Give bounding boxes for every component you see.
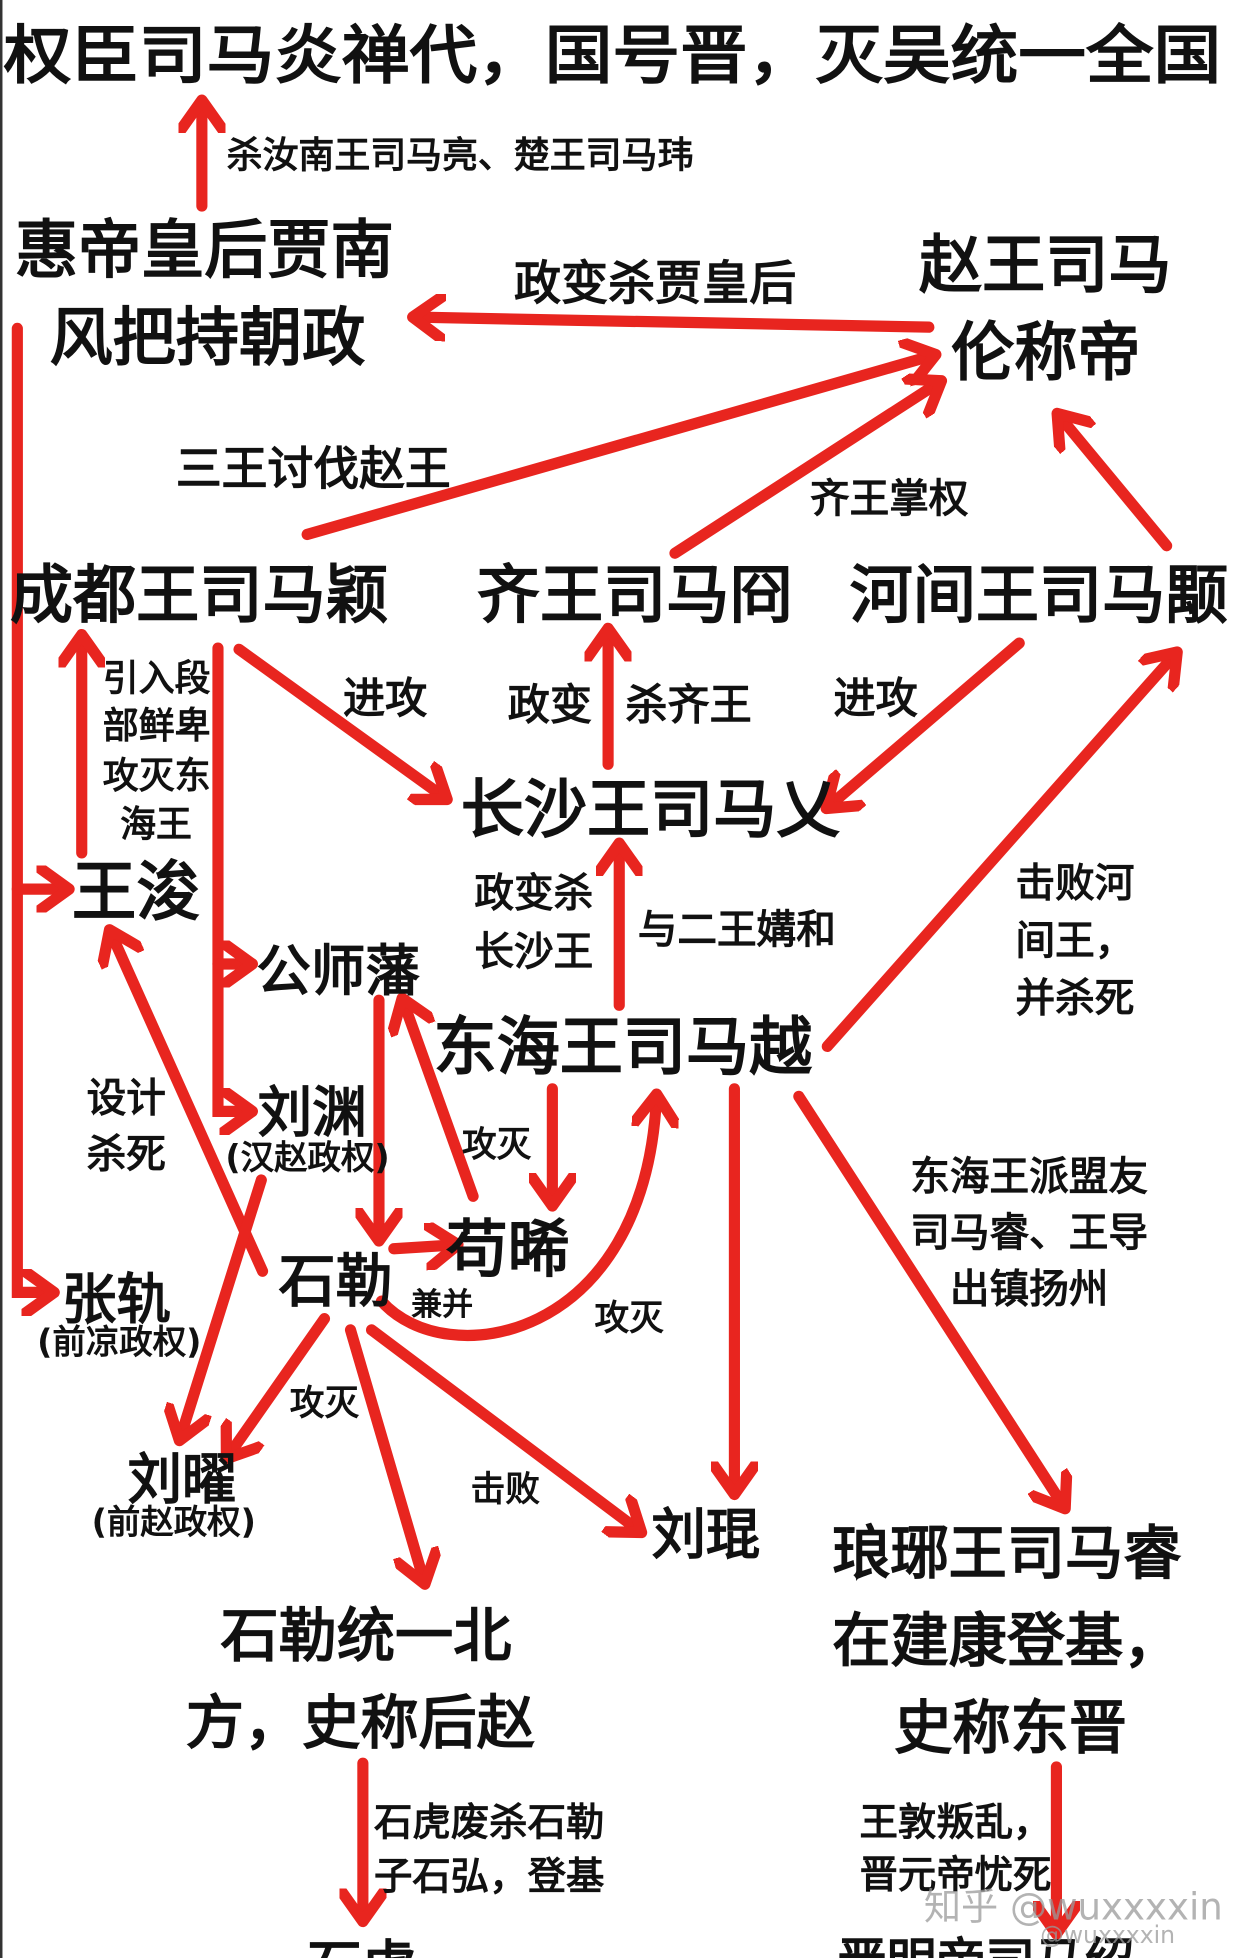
label-destroy-ly: 攻灭: [290, 1384, 360, 1424]
label-defeat-lk: 击败: [471, 1470, 541, 1510]
watermark-line2: @wuxxxxin: [1040, 1921, 1175, 1949]
node-north-line2: 方，史称后赵: [186, 1689, 536, 1757]
arrow-donghai-to-langya: [793, 1090, 1063, 1504]
label-shihu-2: 子石弘，登基: [374, 1854, 605, 1899]
arrow-shile-to-liukun: [365, 1324, 638, 1530]
nodes: 权臣司马炎禅代，国号晋，灭吴统一全国 惠帝皇后贾南 风把持朝政 赵王司马 伦称帝…: [3, 18, 1229, 1958]
label-duan-2: 部鲜卑: [103, 705, 211, 747]
node-shile: 石勒: [278, 1249, 393, 1315]
watermark: 知乎 @wuxxxxin @wuxxxxin: [924, 1884, 1223, 1949]
label-kill-qi: 杀齐王: [625, 680, 751, 729]
label-kill-cs-1: 政变杀: [474, 870, 593, 916]
label-defeat-hj-2: 间王，: [1016, 918, 1135, 964]
node-jia-line1: 惠帝皇后贾南: [15, 213, 394, 287]
arrow-hejian-to-changsha: [830, 637, 1025, 805]
label-qi-power: 齐王掌权: [810, 476, 969, 522]
arrow-shile-to-donghai: [375, 1099, 656, 1342]
label-kill-princes: 杀汝南王司马亮、楚王司马玮: [227, 134, 694, 176]
arrow-shile-to-north: [344, 1324, 423, 1580]
arrow-chengdu-to-changsha: [233, 643, 443, 796]
node-hejian: 河间王司马颙: [850, 558, 1229, 632]
arrow-donghai-to-hejian: [821, 656, 1174, 1053]
label-duan-4: 海王: [120, 804, 192, 846]
arrow-shile-to-goux: [388, 1245, 453, 1249]
label-ally-3: 出镇扬州: [950, 1266, 1108, 1312]
label-coup: 政变: [508, 680, 592, 729]
label-annex: 兼并: [411, 1287, 473, 1323]
watermark-line1: 知乎 @wuxxxxin: [924, 1884, 1223, 1928]
node-north-line1: 石勒统一北: [220, 1602, 511, 1670]
label-attack-left: 进攻: [343, 674, 428, 723]
arrows: [11, 105, 1174, 1929]
label-three-kings: 三王讨伐赵王: [176, 441, 451, 495]
node-liukun: 刘琨: [651, 1502, 760, 1566]
label-plot-1: 设计: [87, 1075, 166, 1121]
arrow-shile-to-liuyao: [229, 1313, 331, 1455]
node-jia-line2: 风把持朝政: [50, 300, 366, 374]
label-dun-1: 王敦叛乱，: [860, 1800, 1052, 1845]
label-duan-1: 引入段: [103, 657, 211, 699]
node-liuyao-sub: (前赵政权): [92, 1502, 256, 1541]
label-defeat-hj-1: 击败河: [1016, 860, 1135, 906]
label-reconcile: 与二王媾和: [638, 907, 836, 953]
node-langya-line3: 史称东晋: [894, 1694, 1127, 1762]
node-liuyuan-sub: (汉赵政权): [225, 1138, 389, 1177]
node-langya-line1: 琅琊王司马睿: [832, 1519, 1182, 1587]
arrow-chengdu-to-zhao: [301, 356, 931, 541]
node-changsha: 长沙王司马乂: [461, 772, 840, 846]
label-dun-2: 晋元帝忧死: [860, 1853, 1052, 1898]
node-chengdu: 成都王司马颖: [10, 558, 389, 632]
label-shihu-1: 石虎废杀石勒: [373, 1800, 604, 1845]
arrow-goux-to-gongshifan: [404, 1003, 479, 1202]
label-attack-right: 进攻: [833, 674, 918, 723]
arrow-liuyuan-to-liuyao: [181, 1174, 267, 1436]
node-shihu: 石虎: [307, 1934, 416, 1958]
label-defeat-hj-3: 并杀死: [1016, 975, 1135, 1021]
label-duan-3: 攻灭东: [103, 755, 211, 797]
title-node: 权臣司马炎禅代，国号晋，灭吴统一全国: [3, 18, 1221, 92]
label-ally-2: 司马睿、王导: [910, 1210, 1148, 1256]
node-langya-line2: 在建康登基，: [832, 1607, 1181, 1675]
node-wangjun: 王浚: [72, 855, 201, 930]
label-kill-cs-2: 长沙王: [474, 929, 593, 975]
node-jinming: 晋明帝司马绍: [837, 1933, 1134, 1958]
node-goux: 苟晞: [446, 1213, 570, 1286]
node-liuyao: 刘曜: [128, 1447, 237, 1511]
node-donghai: 东海王司马越: [433, 1010, 812, 1084]
label-coup-jia: 政变杀贾皇后: [514, 257, 796, 312]
node-qi: 齐王司马冏: [477, 558, 793, 632]
arrow-shile-to-wangjun: [111, 934, 269, 1277]
label-plot-2: 杀死: [87, 1131, 166, 1177]
arrow-hejian-to-zhao: [1060, 417, 1173, 552]
label-destroy-dh: 攻灭: [594, 1299, 664, 1339]
edge-labels: 杀汝南王司马亮、楚王司马玮 政变杀贾皇后 三王讨伐赵王 齐王掌权 引入段 部鲜卑…: [87, 134, 1149, 1899]
label-ally-1: 东海王派盟友: [910, 1154, 1148, 1200]
node-liuyuan: 刘渊: [258, 1080, 367, 1144]
node-zhanggui: 张轨: [62, 1267, 171, 1331]
node-gongshifan: 公师藩: [256, 939, 420, 1003]
arrow-jia-down-left: [11, 322, 49, 1292]
node-zhao-line2: 伦称帝: [951, 315, 1140, 389]
node-zhao-line1: 赵王司马: [919, 228, 1172, 302]
node-zhanggui-sub: (前凉政权): [37, 1322, 201, 1361]
label-destroy-goux: 攻灭: [462, 1125, 532, 1165]
arrow-chengdu-down: [212, 642, 248, 1111]
arrow-qi-to-zhao: [669, 383, 938, 559]
arrow-zhao-to-jia: [417, 317, 935, 327]
